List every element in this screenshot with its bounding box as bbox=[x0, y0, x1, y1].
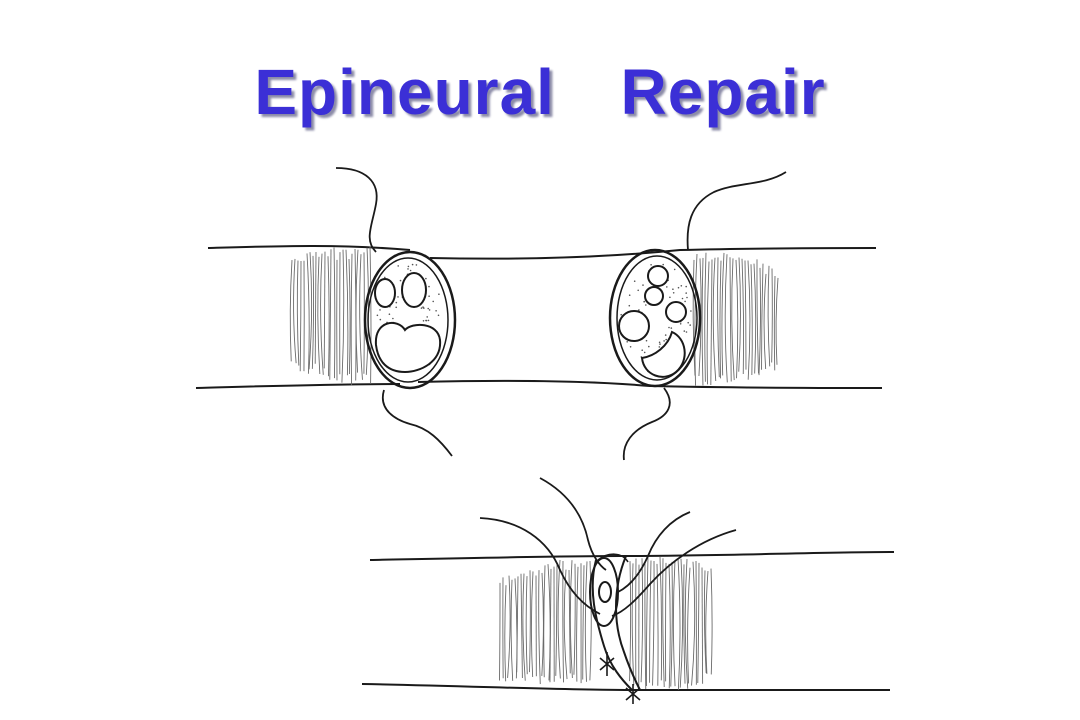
right-upper-suture bbox=[686, 171, 787, 251]
right-stump-epineurium-shading bbox=[692, 252, 779, 386]
repaired-nerve-shading bbox=[499, 556, 713, 690]
left-stump-cut-face bbox=[363, 250, 457, 390]
repaired-nerve-top-edge bbox=[369, 551, 895, 561]
right-fascicle-2 bbox=[644, 286, 664, 306]
coaptation-top-cap bbox=[597, 553, 629, 563]
bottom-suture-2 bbox=[539, 477, 607, 571]
left-nerve-stump bbox=[195, 245, 457, 390]
right-lower-suture bbox=[622, 387, 671, 461]
top-sutures bbox=[335, 167, 787, 461]
left-stump-epineurium-ring bbox=[367, 257, 449, 383]
left-stump-bottom-edge bbox=[195, 383, 401, 389]
suture-knot-2 bbox=[625, 684, 641, 704]
suture-knot-1 bbox=[599, 652, 615, 676]
left-fascicle-1 bbox=[374, 278, 396, 308]
right-stump-epineurium-ring bbox=[616, 255, 698, 381]
coaptation-line-left bbox=[591, 559, 633, 691]
exposed-fascicle bbox=[598, 581, 612, 603]
slide-title: Epineural Repair bbox=[254, 56, 826, 128]
separated-nerve-ends-figure bbox=[195, 167, 883, 461]
left-fascicle-3 bbox=[374, 321, 442, 374]
right-fascicle-5 bbox=[640, 330, 686, 378]
right-fascicle-3 bbox=[618, 310, 650, 342]
left-lower-suture bbox=[381, 389, 453, 457]
left-stump-top-edge bbox=[207, 245, 411, 251]
right-stump-top-edge bbox=[429, 247, 877, 260]
left-fascicle-2 bbox=[401, 272, 427, 308]
bottom-suture-3 bbox=[617, 511, 691, 593]
left-stump-epineurium-shading bbox=[289, 246, 372, 386]
bottom-suture-4 bbox=[611, 529, 737, 617]
right-stump-cut-face bbox=[608, 248, 702, 388]
left-upper-suture bbox=[335, 167, 378, 253]
right-fascicle-1 bbox=[647, 265, 669, 287]
repaired-nerve-bottom-edge bbox=[361, 683, 890, 692]
coapted-nerve-figure bbox=[361, 477, 895, 704]
right-fascicle-4 bbox=[665, 301, 687, 323]
bottom-suture-1 bbox=[479, 517, 601, 615]
right-nerve-stump bbox=[417, 247, 883, 389]
